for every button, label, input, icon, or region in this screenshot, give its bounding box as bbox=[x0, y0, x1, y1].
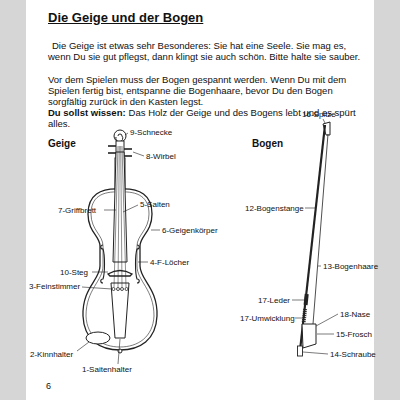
part-label: 10-Steg bbox=[60, 268, 88, 277]
page-title: Die Geige und der Bogen bbox=[48, 11, 203, 26]
chinrest bbox=[86, 332, 110, 344]
part-label: 7-Griffbrett bbox=[58, 206, 96, 215]
bridge bbox=[108, 271, 132, 277]
bow-hair bbox=[313, 134, 328, 324]
part-label: 12-Bogenstange bbox=[245, 204, 304, 213]
part-label: 8-Wirbel bbox=[146, 152, 176, 161]
end-button bbox=[118, 349, 122, 353]
bow-leather bbox=[306, 294, 307, 305]
part-label: 4-F-Löcher bbox=[150, 258, 189, 267]
part-label: 9-Schnecke bbox=[130, 128, 172, 137]
page-number: 6 bbox=[46, 381, 51, 391]
part-label: 1-Saitenhalter bbox=[82, 365, 132, 374]
part-label: 16-Spitze bbox=[302, 110, 336, 119]
leader-lines bbox=[77, 119, 338, 364]
section-heading: Geige bbox=[48, 138, 76, 150]
part-label: 5-Saiten bbox=[140, 200, 170, 209]
f-hole-right bbox=[136, 245, 140, 283]
note-heading: Du sollst wissen: bbox=[48, 107, 126, 118]
part-label: 3-Feinstimmer bbox=[29, 282, 80, 291]
tailpiece bbox=[111, 283, 129, 338]
violin-drawing bbox=[83, 130, 157, 353]
part-label: 14-Schraube bbox=[330, 350, 376, 359]
bow-screw bbox=[298, 346, 303, 356]
bow-frog bbox=[302, 324, 316, 348]
intro-text: Die Geige ist etwas sehr Besonderes: Sie… bbox=[48, 40, 366, 62]
part-label: 15-Frosch bbox=[336, 330, 372, 339]
section-heading: Bogen bbox=[252, 138, 283, 150]
bow-stick bbox=[301, 125, 326, 346]
part-label: 13-Bogenhaare bbox=[323, 262, 378, 271]
intro-text: Vor dem Spielen muss der Bogen gespannt … bbox=[48, 74, 366, 108]
part-label: 17-Leder bbox=[258, 296, 290, 305]
bow-wrapping bbox=[304, 309, 306, 323]
strings bbox=[114, 146, 126, 287]
scroll bbox=[114, 130, 126, 142]
part-label: 17-Umwicklung bbox=[240, 314, 295, 323]
part-label: 6-Geigenkörper bbox=[162, 226, 218, 235]
part-label: 18-Nase bbox=[340, 310, 370, 319]
part-label: 2-Kinnhalter bbox=[30, 350, 73, 359]
fine-tuners bbox=[112, 288, 128, 291]
f-hole-left bbox=[101, 245, 105, 283]
